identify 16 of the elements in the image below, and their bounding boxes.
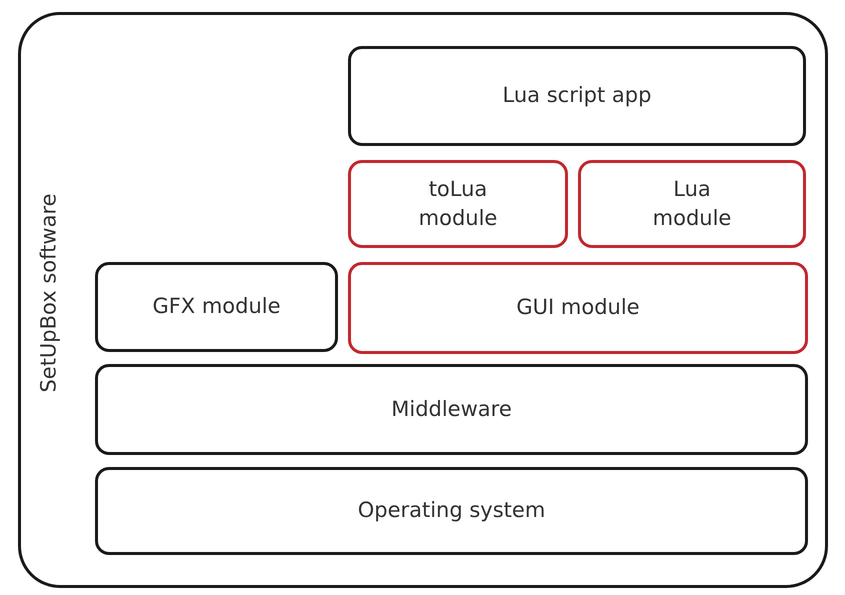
layer-box	[95, 364, 808, 455]
layer-box	[348, 160, 568, 248]
layer-label: Lua script app	[502, 82, 652, 110]
layer-label: toLua module	[418, 176, 498, 232]
layer-box	[95, 262, 338, 352]
vertical-label: SetUpBox software	[36, 193, 60, 393]
layer-label: Lua module	[652, 176, 732, 232]
layer-box	[348, 262, 808, 354]
layer-label: Operating system	[358, 497, 546, 524]
layer-label: Middleware	[391, 396, 512, 423]
layer-box	[348, 46, 806, 146]
layer-box	[578, 160, 806, 248]
layer-box	[95, 467, 808, 555]
layer-label: GUI module	[516, 294, 640, 322]
layer-label: GFX module	[152, 293, 281, 320]
container-box	[18, 12, 828, 588]
